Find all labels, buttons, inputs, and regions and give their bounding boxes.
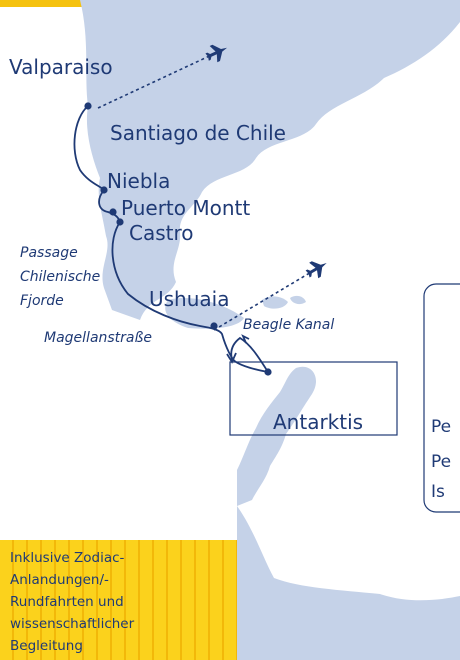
label-valparaiso: Valparaiso xyxy=(9,55,113,79)
cut-off-text-3: Is xyxy=(431,482,445,502)
info-line: wissenschaftlicher xyxy=(10,616,135,632)
info-line: Inklusive Zodiac- xyxy=(10,550,125,566)
falkland-islands-small xyxy=(290,295,306,305)
label-passage-3: Fjorde xyxy=(20,293,64,309)
info-line: Begleitung xyxy=(10,638,83,654)
info-box: Inklusive Zodiac- Anlandungen/- Rundfahr… xyxy=(0,540,237,660)
antarctic-peninsula xyxy=(237,366,317,506)
port-marker-niebla xyxy=(100,186,108,194)
falkland-islands xyxy=(262,296,288,309)
label-castro: Castro xyxy=(129,221,194,245)
info-line: Anlandungen/- xyxy=(10,572,109,588)
cruise-route-return xyxy=(230,336,269,373)
label-ushuaia: Ushuaia xyxy=(149,287,230,311)
label-santiago: Santiago de Chile xyxy=(110,121,286,145)
itinerary-panel xyxy=(423,283,460,513)
cut-off-text-1: Pe xyxy=(431,417,452,437)
label-antarktis: Antarktis xyxy=(273,410,364,434)
info-line: Rundfahrten und xyxy=(10,594,124,610)
label-passage-1: Passage xyxy=(20,245,78,261)
route-arrowhead xyxy=(241,334,250,344)
label-magellanstrasse: Magellanstraße xyxy=(44,330,152,346)
south-america-landmass xyxy=(80,0,460,320)
tierra-del-fuego xyxy=(165,298,244,329)
port-marker-antarktis xyxy=(264,368,272,376)
label-niebla: Niebla xyxy=(107,169,171,193)
antarctica-mainland xyxy=(237,506,460,660)
antarktis-region-box xyxy=(229,361,398,436)
port-marker-ushuaia xyxy=(210,322,218,330)
cruise-route xyxy=(73,105,269,373)
cut-off-text-2: Pe xyxy=(431,452,452,472)
port-marker-castro xyxy=(116,218,124,226)
label-puerto-montt: Puerto Montt xyxy=(121,196,251,220)
label-passage-2: Chilenische xyxy=(20,269,101,285)
port-marker-puerto-montt xyxy=(109,208,117,216)
airplane-icon xyxy=(305,261,327,279)
flight-path-santiago xyxy=(97,51,219,109)
flight-path-ushuaia xyxy=(213,267,319,331)
port-marker-valparaiso xyxy=(84,102,92,110)
airplane-icon xyxy=(205,44,228,63)
label-beagle-kanal: Beagle Kanal xyxy=(243,317,335,333)
